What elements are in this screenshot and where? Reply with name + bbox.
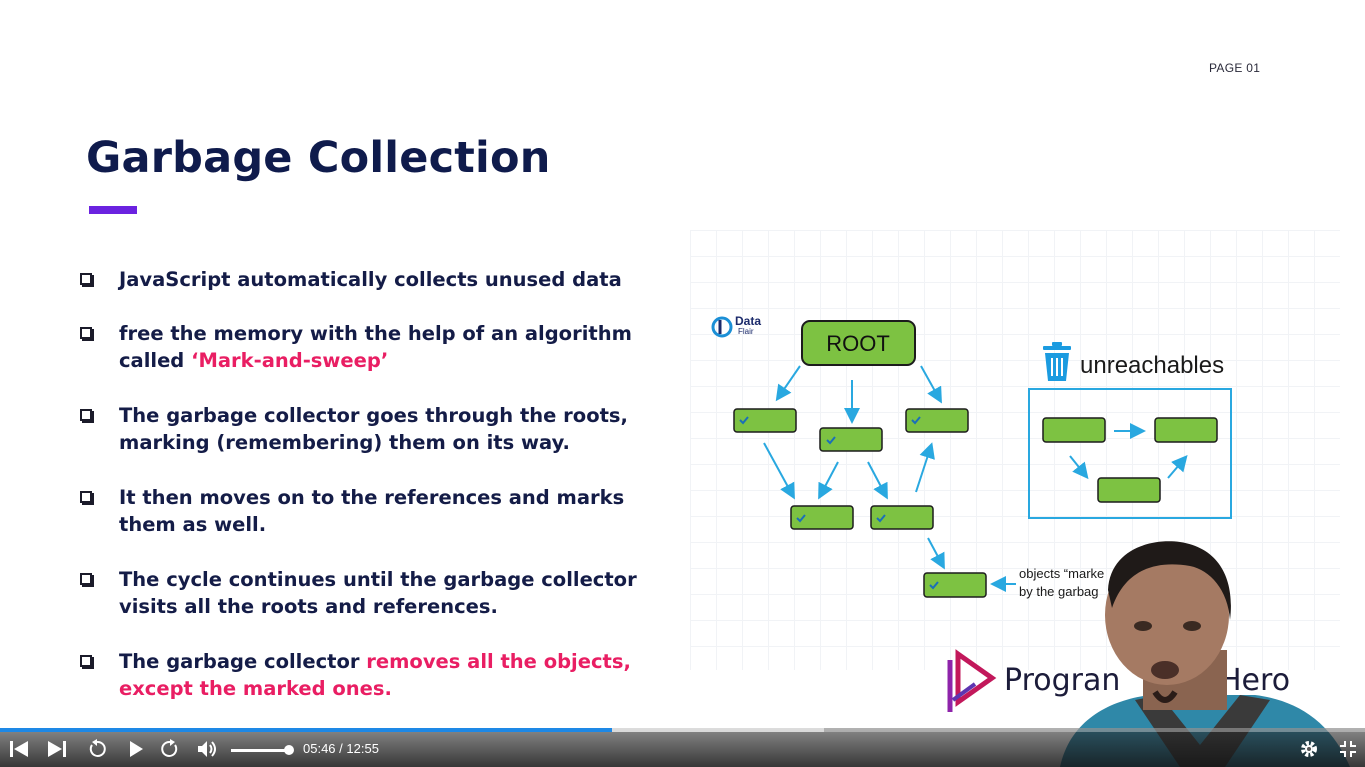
arrow [915,442,935,493]
bullet-highlight: ‘Mark-and-sweep’ [191,349,389,372]
marked-node [905,408,969,433]
bullet-text: The garbage collector goes through the r… [119,404,628,454]
checkbox-icon [80,491,92,503]
bullet-text: The garbage collector removes all the ob… [119,648,679,702]
root-node [801,320,916,366]
current-time: 05:46 [303,741,336,756]
play-button[interactable] [126,737,146,761]
logo-text-data: Data [735,314,761,328]
progress-bar[interactable] [0,728,1365,732]
time-display: 05:46 / 12:55 [303,741,379,756]
checkbox-icon [80,573,92,585]
marked-node [923,572,987,598]
forward-button[interactable] [159,737,181,761]
settings-icon [1301,741,1317,757]
skip-back-button[interactable] [8,737,30,761]
bullet-highlight: removes all the objects, except the mark… [119,650,631,700]
unreachables-label: unreachables [1080,352,1224,379]
programming-hero-logo [947,649,997,712]
brand-text-left: Progran [1004,663,1120,698]
marked-note-line1: objects “marke [1019,566,1104,581]
logo-text-flair: Flair [738,327,754,336]
skip-forward-button[interactable] [46,737,68,761]
title-accent-bar [89,206,137,214]
arrow [867,461,888,500]
settings-button[interactable] [1298,737,1320,761]
exit-fullscreen-icon [1340,741,1356,757]
volume-slider-handle[interactable] [284,745,294,755]
unreachables-box [1028,388,1232,519]
arrow [818,461,839,500]
checkbox-icon [80,655,92,667]
arrow [927,537,945,570]
arrow [920,365,942,404]
bullet-text: It then moves on to the references and m… [119,486,625,536]
marked-note-line2: by the garbag [1019,584,1099,599]
bullet-text: free the memory with the help of an algo… [119,320,679,374]
rewind-icon [89,739,106,757]
page-label: PAGE 01 [1209,61,1261,75]
forward-icon [161,739,178,757]
progress-played [0,728,612,732]
bullet-text: The cycle continues until the garbage co… [119,568,637,618]
bullet-text: JavaScript automatically collects unused… [119,268,622,291]
dataflair-logo: Data Flair [711,314,761,338]
arrow [763,442,795,500]
brand-text-right: Hero [1219,663,1290,698]
skip-forward-icon [48,741,66,757]
marked-node [790,505,854,530]
volume-slider[interactable] [231,749,291,752]
arrow [1167,454,1188,479]
volume-icon [198,741,216,757]
bullet-text-part: free the memory with the help of an algo… [119,322,632,372]
checkbox-icon [80,273,92,285]
arrow [1069,455,1089,480]
volume-button[interactable] [197,737,219,761]
skip-back-icon [10,741,28,757]
duration: 12:55 [346,741,379,756]
unreachable-node [1154,417,1218,443]
unreachable-node [1042,417,1106,443]
slide-title: Garbage Collection [86,133,551,183]
rewind-button[interactable] [86,737,108,761]
marked-node [870,505,934,530]
checkbox-icon [80,327,92,339]
marked-node [733,408,797,433]
play-icon [130,741,143,757]
trash-icon [1043,342,1071,381]
checkbox-icon [80,409,92,421]
root-label: ROOT [826,331,890,356]
exit-fullscreen-button[interactable] [1337,737,1359,761]
arrow [775,365,801,402]
bullet-text-part: The garbage collector [119,650,367,673]
unreachable-node [1097,477,1161,503]
player-controls-bar [0,728,1365,767]
time-separator: / [335,741,347,756]
marked-node [819,427,883,452]
